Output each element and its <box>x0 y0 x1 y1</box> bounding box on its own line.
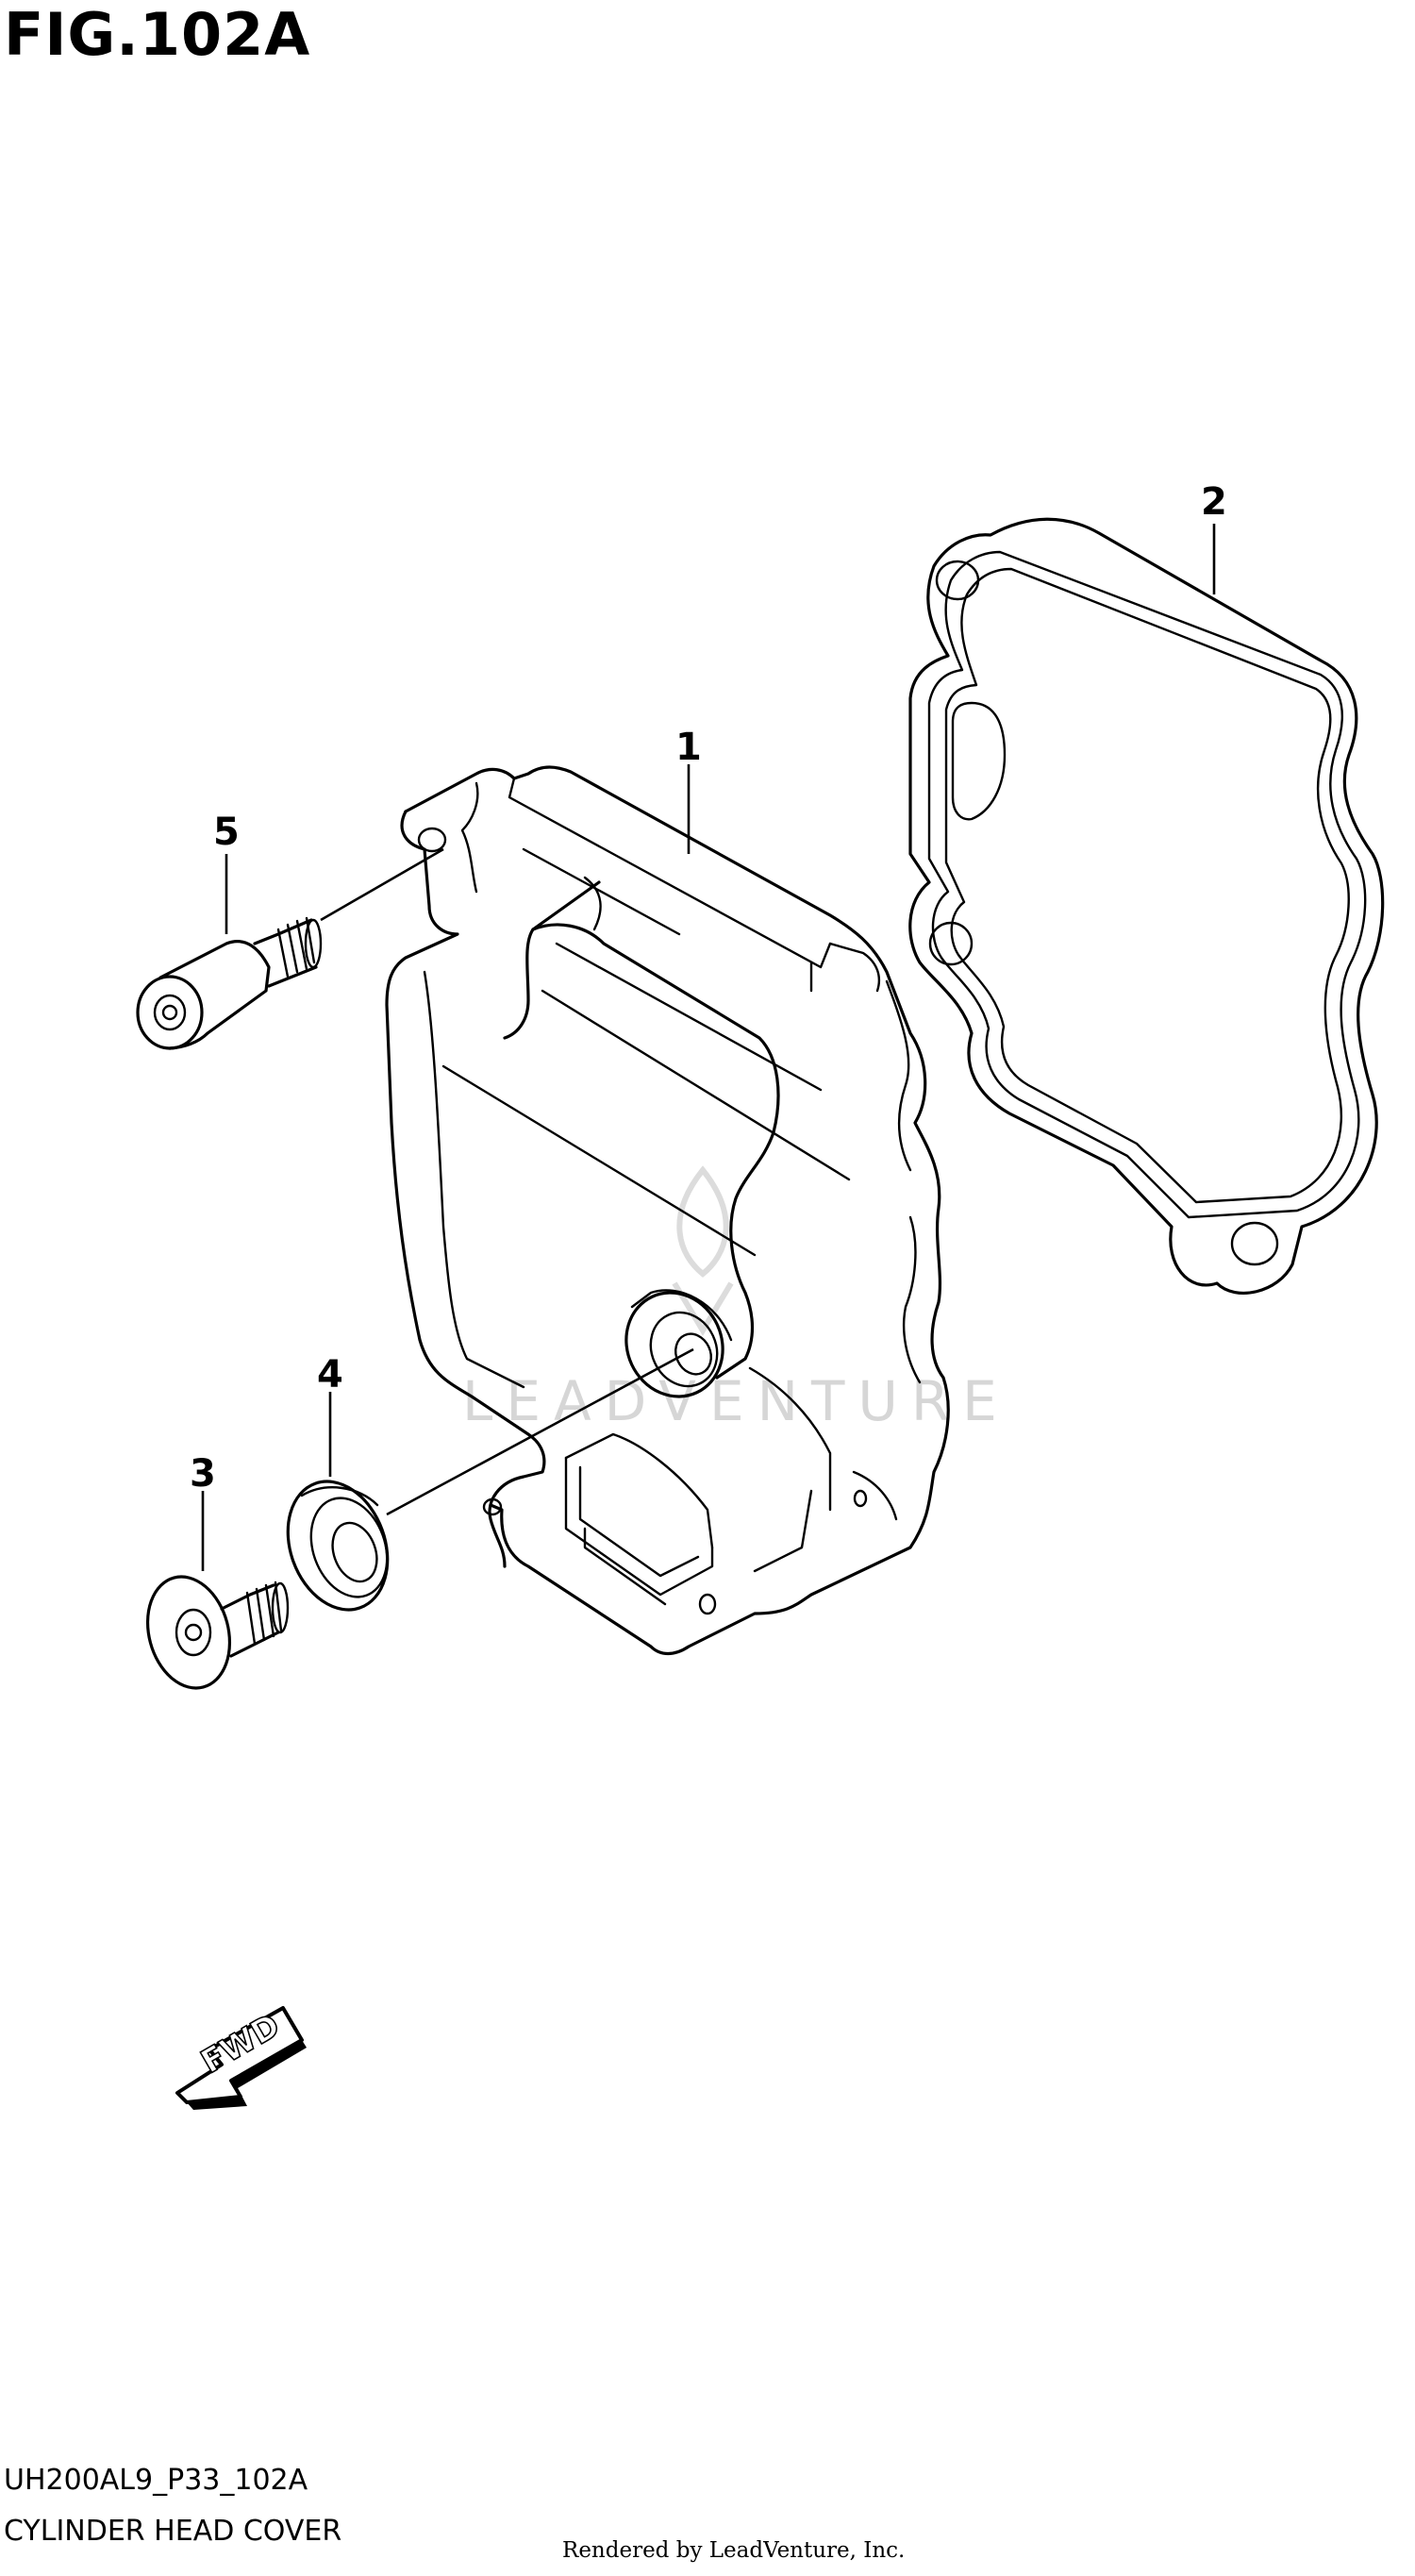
callout-3: 3 <box>190 1452 216 1496</box>
watermark-text: LEADVENTURE <box>462 1369 1010 1433</box>
leader-lines <box>201 524 1216 1571</box>
bolt-upper-drawing <box>136 916 323 1050</box>
watermark: LEADVENTURE <box>462 1165 1010 1433</box>
figure-title: FIG.102A <box>4 0 311 69</box>
seal-washer-drawing <box>286 1480 390 1612</box>
fwd-arrow-icon: FWD <box>175 2006 307 2110</box>
callout-2: 2 <box>1201 480 1227 524</box>
diagram-name: CYLINDER HEAD COVER <box>4 2515 342 2548</box>
bolt-lower-drawing <box>145 1575 290 1690</box>
callout-1: 1 <box>675 726 702 769</box>
cylinder-head-cover-drawing <box>385 765 950 1656</box>
gasket-drawing <box>908 517 1385 1295</box>
callout-4: 4 <box>317 1353 343 1397</box>
callout-5: 5 <box>213 811 240 854</box>
render-credit: Rendered by LeadVenture, Inc. <box>562 2538 906 2563</box>
diagram-code: UH200AL9_P33_102A <box>4 2464 308 2497</box>
